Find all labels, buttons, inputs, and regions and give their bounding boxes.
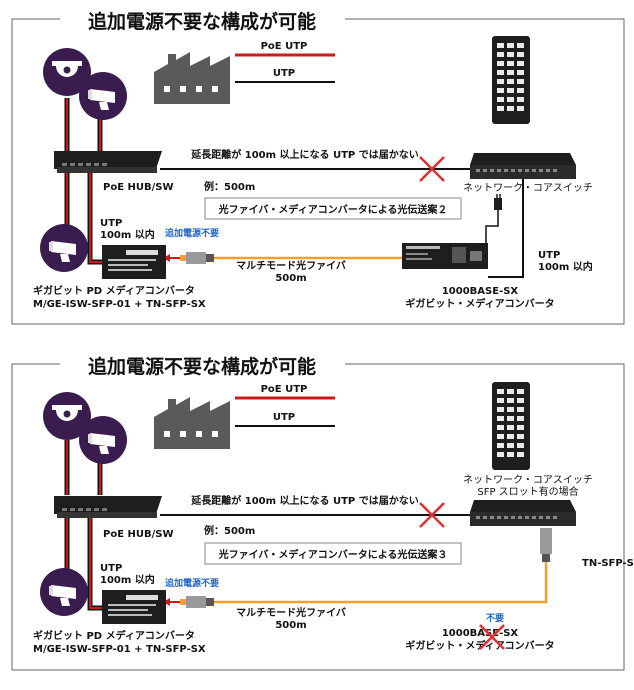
sfp-module-icon — [540, 528, 552, 554]
fiber-label: マルチモード光ファイバ — [236, 606, 346, 619]
right-converter-name: ギガビット・メディアコンバータ — [405, 297, 554, 310]
no-power-note: 追加電源不要 — [165, 227, 219, 239]
panel-1: 追加電源不要な構成が可能 PoE UTP UTP 延長距離が 100m 以上にな… — [11, 10, 625, 325]
legend-utp-label: UTP — [273, 412, 295, 423]
core-switch-label: ネットワーク・コアスイッチ — [463, 474, 593, 486]
core-switch-icon — [470, 153, 576, 179]
sfp-module-label: TN-SFP-S — [582, 558, 634, 569]
power-plug-icon — [494, 198, 502, 210]
right-converter-model: 1000BASE-SX — [442, 286, 519, 297]
fiber-line — [212, 562, 548, 604]
sfp-module-icon — [180, 252, 214, 264]
legend-poe-label: PoE UTP — [261, 41, 308, 52]
panel-title: 追加電源不要な構成が可能 — [88, 355, 316, 378]
left-converter-model: M/GE-ISW-SFP-01 + TN-SFP-SX — [33, 299, 206, 310]
panel-2: 追加電源不要な構成が可能 PoE UTP UTP ネットワーク・コアスイッチ S… — [11, 355, 634, 671]
scheme-box — [204, 542, 462, 565]
scheme-label: 光ファイバ・メディアコンバータによる光伝送案２ — [218, 203, 448, 216]
pd-converter-icon — [102, 245, 166, 279]
server-rack-icon — [492, 382, 530, 470]
right-converter-name: ギガビット・メディアコンバータ — [405, 639, 554, 652]
fiber-distance: 500m — [275, 620, 306, 631]
factory-icon — [154, 397, 230, 449]
server-rack-icon — [492, 36, 530, 124]
utp-right-distance: 100m 以内 — [538, 260, 593, 273]
core-switch-sub: SFP スロット有の場合 — [477, 485, 578, 498]
poe-hub-icon — [54, 496, 162, 518]
legend-poe-label: PoE UTP — [261, 384, 308, 395]
camera-icon — [79, 72, 127, 120]
fiber-label: マルチモード光ファイバ — [236, 259, 346, 272]
core-switch-label: ネットワーク・コアスイッチ — [463, 182, 593, 194]
right-converter-model: 1000BASE-SX — [442, 628, 519, 639]
left-converter-name: ギガビット PD メディアコンバータ — [33, 284, 195, 297]
blocked-note: 延長距離が 100m 以上になる UTP では届かない — [190, 494, 419, 507]
utp-right-line — [488, 179, 524, 278]
utp-left-distance: 100m 以内 — [100, 573, 155, 586]
camera-icon — [40, 224, 88, 272]
utp-right-label: UTP — [538, 250, 560, 261]
pd-converter-icon — [102, 590, 166, 624]
factory-icon — [154, 52, 230, 104]
core-switch-icon — [470, 500, 576, 526]
left-converter-name: ギガビット PD メディアコンバータ — [33, 629, 195, 642]
left-converter-model: M/GE-ISW-SFP-01 + TN-SFP-SX — [33, 644, 206, 655]
legend-utp-label: UTP — [273, 68, 295, 79]
scheme-box — [204, 197, 462, 220]
fiber-distance: 500m — [275, 273, 306, 284]
camera-icon — [79, 416, 127, 464]
distance-example: 例：500m — [204, 524, 255, 537]
unneeded-note: 不要 — [486, 613, 504, 624]
blocked-note: 延長距離が 100m 以上になる UTP では届かない — [190, 148, 419, 161]
distance-example: 例：500m — [204, 180, 255, 193]
hub-label: PoE HUB/SW — [103, 529, 174, 540]
utp-left-distance: 100m 以内 — [100, 228, 155, 241]
no-power-note: 追加電源不要 — [165, 577, 219, 589]
hub-label: PoE HUB/SW — [103, 182, 174, 193]
panel-title: 追加電源不要な構成が可能 — [88, 10, 316, 33]
poe-hub-icon — [54, 151, 162, 173]
sfp-module-icon — [180, 596, 214, 608]
camera-icon — [40, 568, 88, 616]
scheme-label: 光ファイバ・メディアコンバータによる光伝送案３ — [218, 548, 448, 561]
utp-left-label: UTP — [100, 563, 122, 574]
utp-left-label: UTP — [100, 218, 122, 229]
